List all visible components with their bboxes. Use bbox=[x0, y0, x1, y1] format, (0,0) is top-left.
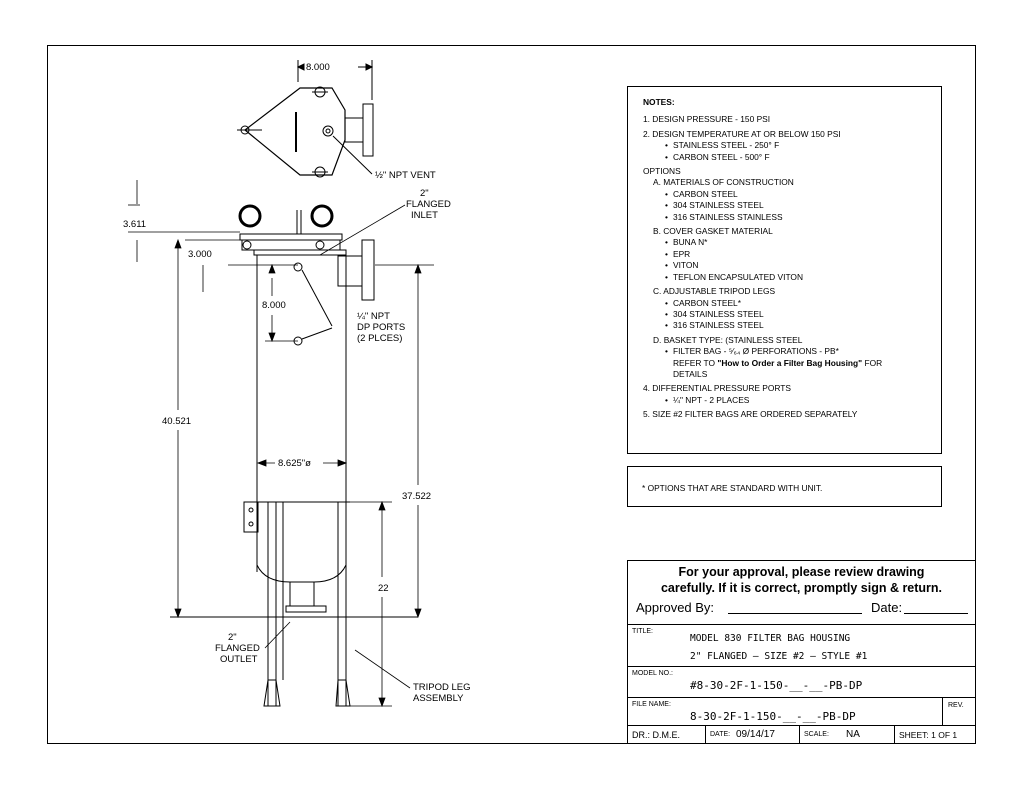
refer-suffix: FOR bbox=[862, 357, 883, 368]
file-name: 8-30-2F-1-150-__-__-PB-DP bbox=[690, 710, 856, 723]
front-view bbox=[170, 204, 418, 707]
scale-small-label: SCALE: bbox=[804, 731, 829, 738]
model-number: #8-30-2F-1-150-__-__-PB-DP bbox=[690, 679, 863, 692]
scale-value: NA bbox=[846, 729, 860, 740]
dim-overall: 40.521 bbox=[162, 416, 191, 427]
callout-outlet-2: FLANGED bbox=[215, 643, 260, 654]
approved-by-label: Approved By: bbox=[636, 600, 715, 615]
file-label: FILE NAME: bbox=[632, 701, 671, 708]
rev-divider bbox=[942, 698, 943, 725]
option-d1: FILTER BAG - ⁵⁄₆₄ Ø PERFORATIONS - PB* bbox=[643, 346, 941, 358]
refer-prefix: REFER TO bbox=[673, 357, 718, 368]
callouts: ½" NPT VENT 2" FLANGED INLET ¼" NPT DP P… bbox=[215, 170, 471, 704]
date-label: Date: bbox=[871, 600, 903, 615]
option-c3: 316 STAINLESS STEEL bbox=[643, 320, 941, 332]
dimension-labels: 8.000 3.611 3.000 8.000 40.521 8.625"ø 3… bbox=[123, 62, 431, 594]
dim-3000: 3.000 bbox=[188, 249, 212, 260]
callout-vent: ½" NPT VENT bbox=[375, 170, 436, 181]
dim-3611: 3.611 bbox=[123, 219, 146, 230]
drawing-date: 09/14/17 bbox=[736, 729, 775, 740]
approved-by-field[interactable] bbox=[728, 613, 862, 614]
callout-tripod-2: ASSEMBLY bbox=[413, 693, 464, 704]
note-2b: CARBON STEEL - 500° F bbox=[643, 152, 941, 164]
dimension-lines bbox=[128, 180, 434, 708]
title-block: For your approval, please review drawing… bbox=[627, 560, 976, 744]
model-label: MODEL NO.: bbox=[632, 670, 673, 677]
option-b2: EPR bbox=[643, 249, 941, 261]
dim-diameter: 8.625"ø bbox=[278, 458, 311, 469]
option-d: D. BASKET TYPE: (STAINLESS STEEL bbox=[653, 334, 803, 345]
refer-doc-title: "How to Order a Filter Bag Housing" bbox=[717, 357, 863, 368]
note-2: 2. DESIGN TEMPERATURE AT OR BELOW 150 PS… bbox=[643, 128, 841, 139]
note-4: 4. DIFFERENTIAL PRESSURE PORTS bbox=[643, 383, 791, 394]
info-divider-2 bbox=[799, 726, 800, 744]
notes-heading: NOTES: bbox=[643, 97, 675, 107]
rev-label: REV. bbox=[948, 702, 964, 709]
title-label: TITLE: bbox=[632, 628, 654, 635]
note-5: 5. SIZE #2 FILTER BAGS ARE ORDERED SEPAR… bbox=[643, 409, 858, 420]
title-line-1: MODEL 830 FILTER BAG HOUSING bbox=[690, 633, 851, 644]
date-small-label: DATE: bbox=[710, 731, 731, 738]
option-c1: CARBON STEEL* bbox=[643, 298, 941, 310]
info-row: DR.: D.M.E. DATE: 09/14/17 SCALE: NA SHE… bbox=[628, 725, 975, 744]
approval-line-2: carefully. If it is correct, promptly si… bbox=[660, 581, 943, 595]
notes-box: NOTES: 1. DESIGN PRESSURE - 150 PSI 2. D… bbox=[627, 86, 942, 454]
note-4a: ¼" NPT - 2 PLACES bbox=[643, 395, 941, 407]
note-2a: STAINLESS STEEL - 250° F bbox=[643, 140, 941, 152]
info-divider-3 bbox=[894, 726, 895, 744]
option-a2: 304 STAINLESS STEEL bbox=[643, 200, 941, 212]
callout-outlet-1: 2" bbox=[228, 632, 237, 643]
option-c: C. ADJUSTABLE TRIPOD LEGS bbox=[653, 286, 776, 297]
callout-dp-3: (2 PLCES) bbox=[357, 333, 402, 344]
standard-options-note: * OPTIONS THAT ARE STANDARD WITH UNIT. bbox=[627, 466, 942, 507]
dim-inlet-to-bottom: 37.522 bbox=[402, 491, 431, 502]
file-row: FILE NAME: 8-30-2F-1-150-__-__-PB-DP REV… bbox=[628, 697, 975, 725]
note-1: 1. DESIGN PRESSURE - 150 PSI bbox=[643, 114, 771, 125]
option-a: A. MATERIALS OF CONSTRUCTION bbox=[653, 177, 794, 188]
option-a3: 316 STAINLESS STAINLESS bbox=[643, 212, 941, 224]
dim-leg-height: 22 bbox=[378, 583, 389, 594]
callout-inlet-1: 2" bbox=[420, 188, 429, 199]
option-b3: VITON bbox=[643, 260, 941, 272]
option-d1-refer: REFER TO "How to Order a Filter Bag Hous… bbox=[643, 358, 941, 369]
option-c2: 304 STAINLESS STEEL bbox=[643, 309, 941, 321]
title-line-2: 2" FLANGED – SIZE #2 – STYLE #1 bbox=[690, 651, 868, 662]
option-b4: TEFLON ENCAPSULATED VITON bbox=[643, 272, 941, 284]
date-field[interactable] bbox=[904, 613, 968, 614]
option-a1: CARBON STEEL bbox=[643, 189, 941, 201]
callout-inlet-3: INLET bbox=[411, 210, 438, 221]
option-b1: BUNA N* bbox=[643, 237, 941, 249]
callout-dp-2: DP PORTS bbox=[357, 322, 405, 333]
title-row: TITLE: MODEL 830 FILTER BAG HOUSING 2" F… bbox=[628, 624, 975, 666]
sheet-number: SHEET: 1 OF 1 bbox=[899, 730, 958, 740]
callout-outlet-3: OUTLET bbox=[220, 654, 258, 665]
model-row: MODEL NO.: #8-30-2F-1-150-__-__-PB-DP bbox=[628, 666, 975, 697]
top-view bbox=[237, 60, 374, 178]
callout-tripod-1: TRIPOD LEG bbox=[413, 682, 471, 693]
callout-dp-1: ¼" NPT bbox=[357, 311, 390, 322]
dim-dp-spacing: 8.000 bbox=[262, 300, 286, 311]
info-divider-1 bbox=[705, 726, 706, 744]
option-d1-details: DETAILS bbox=[673, 368, 708, 379]
dim-top-width: 8.000 bbox=[306, 62, 330, 73]
approval-line-1: For your approval, please review drawing bbox=[678, 565, 925, 579]
drawing-border bbox=[47, 45, 976, 744]
options-heading: OPTIONS bbox=[643, 166, 681, 177]
callout-inlet-2: FLANGED bbox=[406, 199, 451, 210]
drawn-by: DR.: D.M.E. bbox=[632, 730, 681, 740]
option-b: B. COVER GASKET MATERIAL bbox=[653, 226, 773, 237]
